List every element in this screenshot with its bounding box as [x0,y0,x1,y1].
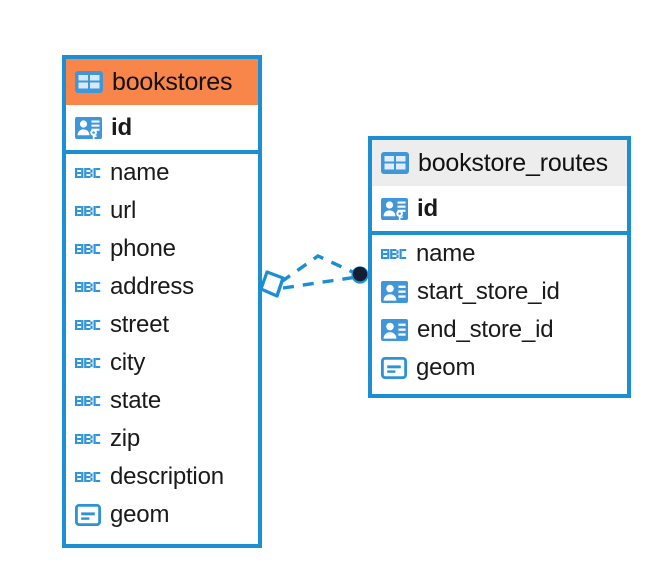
field-name: id [111,113,132,141]
text-abc-icon [75,356,101,370]
text-abc-icon [75,280,101,294]
field-name: phone [110,235,176,262]
primary-key-icon [381,197,408,221]
field-row-description[interactable]: description [66,458,258,496]
entity-header-bookstores[interactable]: bookstores [66,59,258,105]
field-row-start-store-id[interactable]: start_store_id [372,273,627,311]
text-abc-icon [75,204,101,218]
field-name: id [417,194,438,222]
field-name: geom [110,501,170,528]
entity-table-bookstore-routes[interactable]: bookstore_routes [368,136,631,398]
field-name: zip [110,425,141,452]
geometry-icon [75,504,101,526]
field-name: description [110,463,224,490]
entity-table-bookstores[interactable]: bookstores [62,55,262,548]
field-name: url [110,197,137,224]
text-abc-icon [75,432,101,446]
field-row-city[interactable]: city [66,344,258,382]
text-abc-icon [75,470,101,484]
entity-title: bookstores [112,67,233,96]
field-name: street [110,311,169,338]
field-row-state[interactable]: state [66,382,258,420]
field-row-phone[interactable]: phone [66,230,258,268]
field-row-url[interactable]: url [66,192,258,230]
relationship-line-end-store [280,254,358,284]
field-row-name[interactable]: name [372,235,627,273]
primary-key-divider [66,150,258,154]
foreign-key-icon [381,319,408,341]
geometry-icon [381,357,407,379]
field-row-address[interactable]: address [66,268,258,306]
primary-key-divider [372,231,627,235]
field-name: end_store_id [417,316,554,343]
field-name: start_store_id [417,278,560,305]
crows-foot-diamond-marker [259,270,285,298]
field-row-street[interactable]: street [66,306,258,344]
text-abc-icon [75,318,101,332]
relationship-line-start-store [282,275,358,290]
field-name: geom [416,354,476,381]
table-icon [381,152,409,174]
field-row-geom[interactable]: geom [372,349,627,387]
field-row-id[interactable]: id [372,186,627,231]
field-name: address [110,273,194,300]
text-abc-icon [75,242,101,256]
field-name: city [110,349,146,376]
foreign-key-icon [381,281,408,303]
primary-key-icon [75,116,102,140]
field-row-zip[interactable]: zip [66,420,258,458]
field-row-name[interactable]: name [66,154,258,192]
field-name: name [110,159,170,186]
entity-title: bookstore_routes [418,148,608,177]
field-row-geom[interactable]: geom [66,496,258,534]
filled-circle-marker [351,266,369,284]
text-abc-icon [381,247,407,261]
entity-header-bookstore-routes[interactable]: bookstore_routes [372,140,627,186]
field-name: state [110,387,162,414]
field-list-bookstore-routes: id [372,186,627,387]
table-icon [75,71,103,93]
text-abc-icon [75,394,101,408]
field-row-end-store-id[interactable]: end_store_id [372,311,627,349]
field-name: name [416,240,476,267]
field-row-id[interactable]: id [66,105,258,150]
field-list-bookstores: id [66,105,258,534]
text-abc-icon [75,166,101,180]
